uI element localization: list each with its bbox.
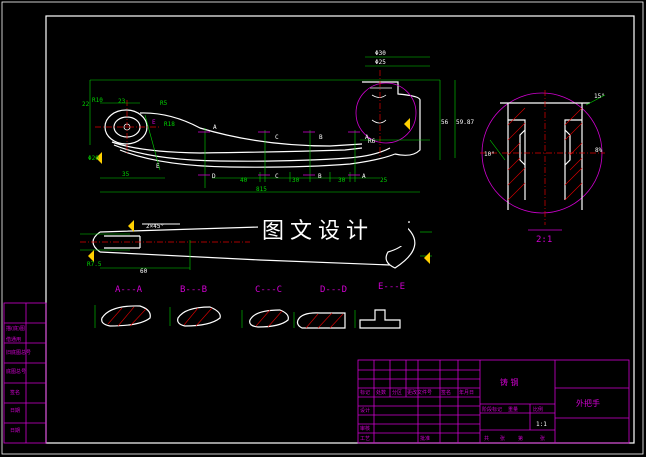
- section-e-shape: [359, 309, 401, 329]
- cut-e: E: [156, 163, 160, 170]
- role-design: 设计: [360, 407, 370, 414]
- sheet-label-1: 张: [500, 435, 505, 442]
- detail-scale: 2:1: [536, 235, 552, 245]
- side-label-1: 借通用: [6, 336, 21, 343]
- side-label-3: 底图总号: [6, 368, 26, 375]
- sheet-label-0: 共: [484, 435, 489, 442]
- title-block: 标记 处数 分区 更改文件号 签名 年月日 设计 审核 工艺 批准 铸 钢 阶段…: [357, 359, 630, 444]
- dim-r6: R6: [368, 138, 376, 145]
- row-label-4: 签名: [441, 389, 451, 396]
- cut-e-top: E: [152, 119, 156, 126]
- row-label-1: 处数: [376, 389, 386, 396]
- dim-56: 56: [441, 119, 449, 126]
- dim-d30: Φ30: [375, 50, 386, 57]
- detail-angle-10: 10°: [484, 151, 495, 158]
- side-view: 2×45° R7.5 60 图文设计: [80, 212, 432, 275]
- dim-30a: 30: [292, 177, 300, 184]
- dim-40: 40: [240, 177, 248, 184]
- row-label-2: 分区: [392, 389, 402, 396]
- dim-23: 23: [118, 98, 126, 105]
- cut-a-bottom: A: [362, 173, 366, 180]
- dim-59: 59.87: [456, 119, 474, 126]
- section-c-label: C---C: [255, 285, 282, 295]
- section-a-label: A---A: [115, 285, 143, 295]
- grade-label-1: 重量: [508, 406, 518, 413]
- scale-value: 1:1: [536, 421, 547, 428]
- inner-border: [45, 15, 635, 444]
- role-process: 工艺: [360, 436, 370, 442]
- detail-angle-15: 15°: [594, 93, 605, 100]
- detail-ratio: 8%: [595, 147, 603, 154]
- side-label-2: 旧底图总号: [6, 349, 31, 356]
- cut-c-top: C: [275, 134, 279, 141]
- side-label-4: 签名: [10, 389, 20, 396]
- role-approve: 批准: [420, 435, 430, 442]
- dim-r18: R18: [164, 121, 175, 128]
- side-label-0: 描(底)图: [6, 325, 25, 332]
- row-label-5: 年月日: [459, 389, 474, 396]
- drawing-name: 外把手: [576, 398, 600, 408]
- grade-label-2: 比例: [533, 406, 543, 413]
- dim-815: 815: [256, 186, 267, 193]
- side-stamp-column: 描(底)图 借通用 旧底图总号 底图总号 签名 日期 日期: [3, 302, 47, 444]
- section-d-shape: [296, 312, 346, 329]
- sections: A---A B---B C---C D---D E---E: [94, 282, 405, 329]
- side-label-5: 日期: [10, 408, 20, 414]
- sheet-label-2: 第: [518, 435, 523, 442]
- banner-text: 图文设计: [262, 219, 374, 244]
- cut-c-bottom: C: [275, 173, 279, 180]
- section-c-shape: [249, 309, 289, 328]
- side-length-60: 60: [140, 268, 148, 275]
- main-view: Φ30 Φ25 R6 R10 R5 Φ20 R18 22 23 35 40 30…: [82, 50, 474, 193]
- sheet-label-3: 张: [540, 435, 545, 442]
- dim-35: 35: [122, 171, 130, 178]
- banner-bg: [258, 212, 408, 246]
- dim-30b: 30: [338, 177, 346, 184]
- side-label-6: 日期: [10, 428, 20, 434]
- detail-view: 15° 10° 8% 2:1: [480, 90, 606, 245]
- material: 铸 钢: [500, 377, 519, 387]
- side-radius: R7.5: [87, 261, 102, 268]
- section-b-label: B---B: [180, 285, 207, 295]
- dim-25: 25: [380, 177, 388, 184]
- cut-a: A: [213, 124, 217, 131]
- cut-b-bottom: B: [318, 173, 322, 180]
- section-a-shape: [101, 305, 151, 327]
- section-b-shape: [177, 306, 221, 327]
- section-e-label: E---E: [378, 282, 405, 292]
- dim-d25: Φ25: [375, 59, 386, 66]
- grade-label-0: 阶段标记: [482, 406, 502, 413]
- section-d-label: D---D: [320, 285, 347, 295]
- row-label-0: 标记: [360, 389, 370, 396]
- dim-22: 22: [82, 101, 90, 108]
- cut-d-bottom: D: [212, 173, 216, 180]
- dim-r10: R10: [92, 97, 103, 104]
- cut-b-top: B: [319, 134, 323, 141]
- side-chamfer: 2×45°: [146, 223, 164, 230]
- role-review: 审核: [360, 425, 370, 432]
- row-label-3: 更改文件号: [407, 389, 432, 396]
- dim-r5: R5: [160, 100, 168, 107]
- cut-a-top: A: [365, 134, 369, 141]
- dim-d20: Φ20: [88, 155, 99, 162]
